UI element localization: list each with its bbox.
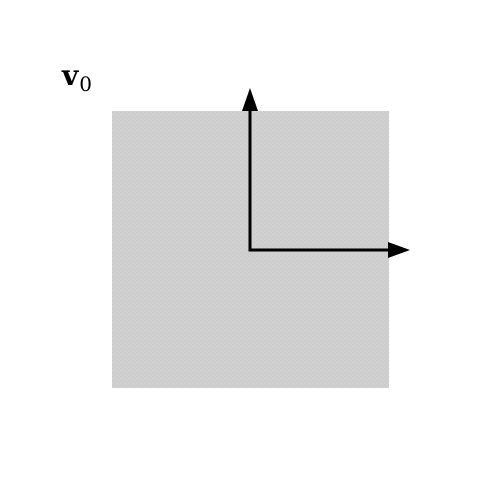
horizontal-arrowhead xyxy=(388,242,410,258)
vector-label: v0 xyxy=(62,59,92,95)
vector-subscript: 0 xyxy=(79,72,93,96)
vector-symbol: v xyxy=(62,59,79,92)
vertical-arrowhead xyxy=(242,88,258,111)
